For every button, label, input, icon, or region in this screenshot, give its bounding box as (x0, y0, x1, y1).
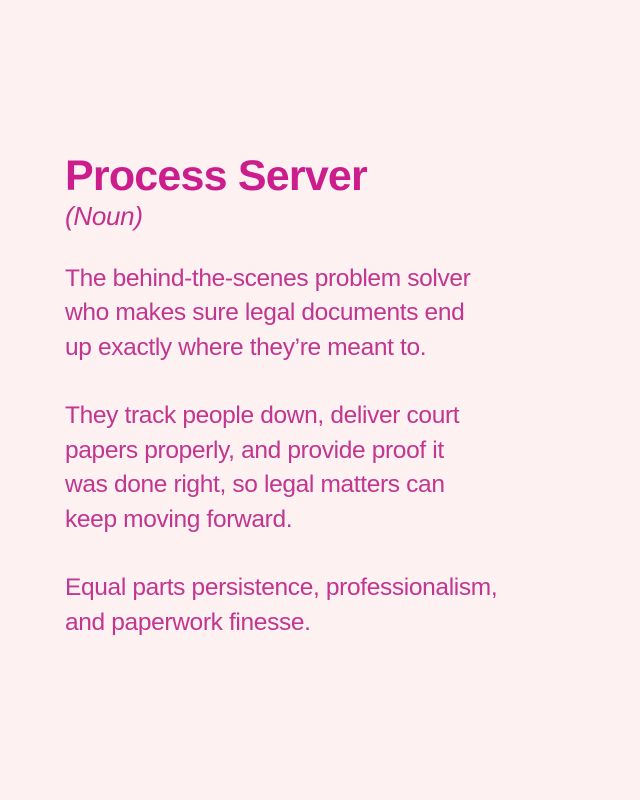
definition-paragraph: They track people down, deliver court pa… (65, 402, 460, 533)
definition-paragraph: The behind-the-scenes problem solver who… (65, 264, 471, 361)
definition-paragraph: Equal parts persistence, professionalism… (65, 574, 498, 636)
page-title: Process Server (65, 152, 368, 200)
part-of-speech-label: (Noun) (65, 201, 143, 231)
definition-body: The behind-the-scenes problem solver who… (65, 262, 575, 641)
